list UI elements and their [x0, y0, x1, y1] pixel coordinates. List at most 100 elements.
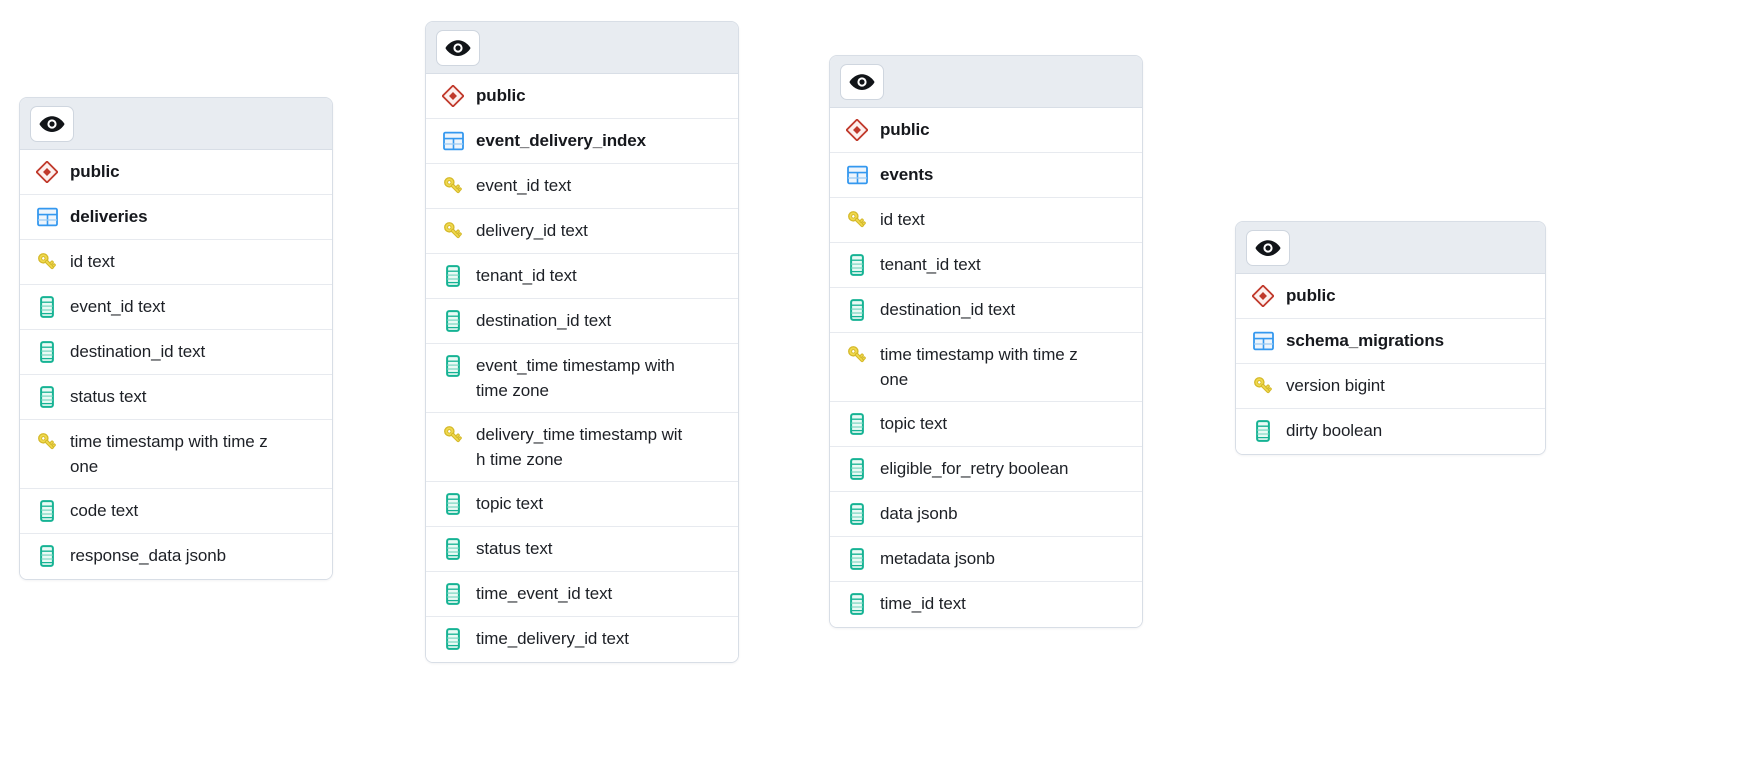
schema-row[interactable]: public — [20, 150, 332, 195]
column-row[interactable]: time timestamp with time z one — [20, 420, 332, 489]
column-row[interactable]: time_id text — [830, 582, 1142, 627]
column-label: id text — [880, 210, 925, 229]
column-label: delivery_id text — [476, 221, 588, 240]
table-card-event_delivery_index[interactable]: public event_delivery_index event_id text d… — [425, 21, 739, 663]
schema-diamond-icon — [36, 160, 58, 183]
column-icon — [36, 499, 58, 522]
column-icon — [846, 412, 868, 435]
key-icon — [846, 343, 868, 366]
key-icon — [442, 174, 464, 197]
column-label: time_id text — [880, 594, 966, 613]
column-row[interactable]: dirty boolean — [1236, 409, 1545, 454]
schema-row[interactable]: public — [1236, 274, 1545, 319]
column-label: id text — [70, 252, 115, 271]
column-icon — [442, 582, 464, 605]
column-row[interactable]: tenant_id text — [426, 254, 738, 299]
column-row[interactable]: topic text — [426, 482, 738, 527]
column-row[interactable]: eligible_for_retry boolean — [830, 447, 1142, 492]
key-icon — [1252, 374, 1274, 397]
column-icon — [846, 253, 868, 276]
column-row[interactable]: delivery_id text — [426, 209, 738, 254]
column-row[interactable]: event_id text — [426, 164, 738, 209]
table-card-header — [426, 22, 738, 74]
column-row[interactable]: status text — [426, 527, 738, 572]
eye-icon — [445, 39, 471, 57]
column-row[interactable]: status text — [20, 375, 332, 420]
column-row[interactable]: tenant_id text — [830, 243, 1142, 288]
column-row[interactable]: destination_id text — [830, 288, 1142, 333]
schema-row[interactable]: public — [830, 108, 1142, 153]
table-grid-icon — [1252, 329, 1274, 352]
eye-icon — [1255, 239, 1281, 257]
table-name-label: event_delivery_index — [476, 131, 646, 150]
column-label: topic text — [476, 494, 544, 513]
column-row[interactable]: event_id text — [20, 285, 332, 330]
column-row[interactable]: code text — [20, 489, 332, 534]
column-row[interactable]: event_time timestamp with time zone — [426, 344, 738, 413]
column-label: code text — [70, 501, 139, 520]
column-label: response_data jsonb — [70, 546, 226, 565]
column-label: event_id text — [70, 297, 166, 316]
visibility-toggle-button[interactable] — [436, 29, 480, 66]
column-row[interactable]: time timestamp with time z one — [830, 333, 1142, 402]
column-row[interactable]: id text — [830, 198, 1142, 243]
table-grid-icon — [36, 205, 58, 228]
table-card-deliveries[interactable]: public deliveries id text event_id text dest… — [19, 97, 333, 580]
column-icon — [36, 544, 58, 567]
column-row[interactable]: id text — [20, 240, 332, 285]
column-icon — [846, 592, 868, 615]
schema-label: public — [476, 86, 526, 105]
column-row[interactable]: response_data jsonb — [20, 534, 332, 579]
column-label: topic text — [880, 414, 948, 433]
table-card-events[interactable]: public events id text tenant_id text destina… — [829, 55, 1143, 628]
column-row[interactable]: time_event_id text — [426, 572, 738, 617]
key-icon — [36, 430, 58, 453]
table-name-label: deliveries — [70, 207, 148, 226]
column-icon — [846, 502, 868, 525]
schema-diamond-icon — [442, 84, 464, 107]
column-row[interactable]: delivery_time timestamp wit h time zone — [426, 413, 738, 482]
column-icon — [846, 457, 868, 480]
key-icon — [36, 250, 58, 273]
table-name-row[interactable]: deliveries — [20, 195, 332, 240]
table-name-row[interactable]: schema_migrations — [1236, 319, 1545, 364]
column-row[interactable]: topic text — [830, 402, 1142, 447]
column-icon — [36, 340, 58, 363]
column-label: tenant_id text — [880, 255, 981, 274]
schema-diamond-icon — [846, 118, 868, 141]
table-name-row[interactable]: events — [830, 153, 1142, 198]
column-label: metadata jsonb — [880, 549, 995, 568]
table-name-row[interactable]: event_delivery_index — [426, 119, 738, 164]
column-row[interactable]: destination_id text — [426, 299, 738, 344]
column-label: event_time timestamp with time zone — [476, 356, 675, 400]
table-grid-icon — [442, 129, 464, 152]
schema-label: public — [880, 120, 930, 139]
column-icon — [442, 627, 464, 650]
column-label: destination_id text — [70, 342, 206, 361]
table-card-header — [830, 56, 1142, 108]
table-card-header — [20, 98, 332, 150]
column-label: delivery_time timestamp wit h time zone — [476, 425, 683, 469]
visibility-toggle-button[interactable] — [840, 63, 884, 100]
column-icon — [442, 537, 464, 560]
visibility-toggle-button[interactable] — [30, 105, 74, 142]
schema-label: public — [70, 162, 120, 181]
table-name-label: events — [880, 165, 934, 184]
column-icon — [442, 309, 464, 332]
schema-row[interactable]: public — [426, 74, 738, 119]
column-row[interactable]: time_delivery_id text — [426, 617, 738, 662]
key-icon — [442, 219, 464, 242]
column-row[interactable]: version bigint — [1236, 364, 1545, 409]
column-icon — [442, 492, 464, 515]
column-row[interactable]: destination_id text — [20, 330, 332, 375]
eye-icon — [849, 73, 875, 91]
eye-icon — [39, 115, 65, 133]
column-icon — [1252, 419, 1274, 442]
column-label: time timestamp with time z one — [880, 345, 1078, 389]
column-icon — [36, 385, 58, 408]
column-row[interactable]: metadata jsonb — [830, 537, 1142, 582]
visibility-toggle-button[interactable] — [1246, 229, 1290, 266]
column-row[interactable]: data jsonb — [830, 492, 1142, 537]
